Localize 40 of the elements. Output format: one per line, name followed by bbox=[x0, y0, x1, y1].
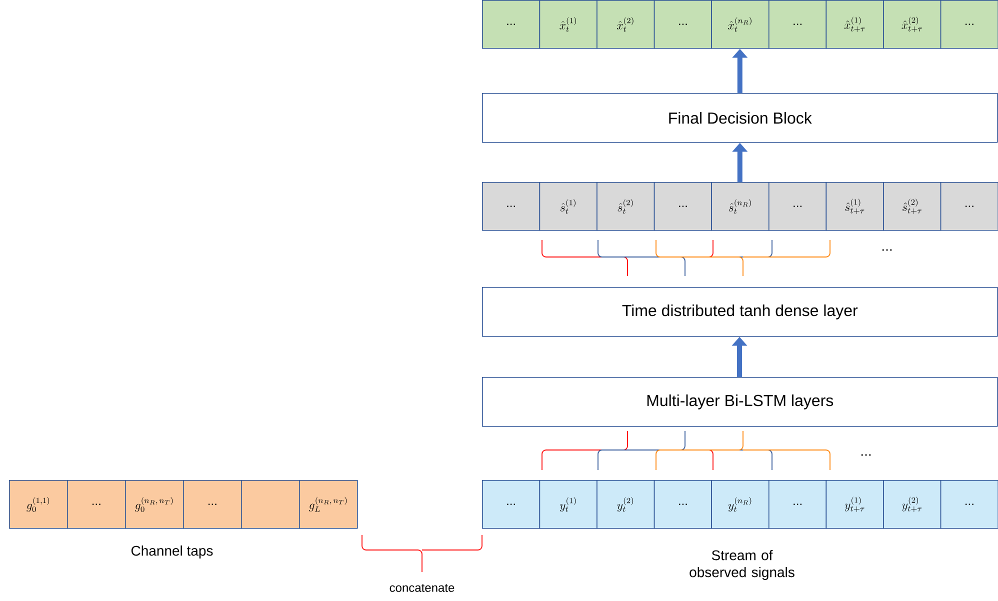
caption: Stream of observed signals bbox=[690, 550, 794, 580]
cell: $\hat{x}_{t+\tau}^{(1)}$ bbox=[826, 0, 884, 49]
layer-box: Time distributed tanh dense layer bbox=[482, 287, 998, 337]
cell: $\hat{s}_t^{(2)}$ bbox=[596, 182, 655, 231]
layer-box: Final Decision Block bbox=[482, 93, 998, 143]
cell: $y_{t+\tau}^{(1)}$ bbox=[826, 480, 884, 529]
caption: Channel taps bbox=[131, 545, 213, 559]
cell: ... bbox=[183, 480, 242, 529]
cell: $y_t^{(n_R)}$ bbox=[711, 480, 770, 529]
cell: ... bbox=[482, 182, 540, 231]
cell: $\hat{x}_t^{(1)}$ bbox=[539, 0, 598, 49]
cell: $y_{t+\tau}^{(2)}$ bbox=[883, 480, 942, 529]
ellipsis: ... bbox=[882, 249, 892, 251]
cell: ... bbox=[654, 480, 712, 529]
cell: ... bbox=[654, 182, 712, 231]
cell: $y_t^{(1)}$ bbox=[539, 480, 598, 529]
ellipsis: ... bbox=[861, 454, 871, 456]
layer-box: Multi-layer Bi-LSTM layers bbox=[482, 377, 998, 427]
cell: $\hat{x}_{t+\tau}^{(2)}$ bbox=[883, 0, 942, 49]
cell: $\hat{x}_t^{(n_R)}$ bbox=[711, 0, 770, 49]
cell: $y_t^{(2)}$ bbox=[596, 480, 655, 529]
cell: ... bbox=[654, 0, 712, 49]
cell: ... bbox=[482, 480, 540, 529]
cell: $\hat{s}_t^{(1)}$ bbox=[539, 182, 598, 231]
cell: ... bbox=[768, 480, 827, 529]
cell: ... bbox=[940, 0, 998, 49]
caption: concatenate bbox=[390, 584, 454, 592]
cell: $\hat{s}_{t+\tau}^{(1)}$ bbox=[826, 182, 884, 231]
cell: $\hat{s}_t^{(n_R)}$ bbox=[711, 182, 770, 231]
cell: ... bbox=[940, 480, 998, 529]
cell: ... bbox=[67, 480, 126, 529]
cell: $\hat{x}_t^{(2)}$ bbox=[596, 0, 655, 49]
cell: $g_0^{(n_R,\,n_T)}$ bbox=[125, 480, 184, 529]
cell: $\hat{s}_{t+\tau}^{(2)}$ bbox=[883, 182, 942, 231]
cell: ... bbox=[768, 182, 827, 231]
cell: ... bbox=[482, 0, 540, 49]
cell: $g_L^{(n_R,\,n_T)}$ bbox=[299, 480, 358, 529]
cell: ... bbox=[940, 182, 998, 231]
cell: $g_0^{(1,1)}$ bbox=[9, 480, 68, 529]
cell: ... bbox=[768, 0, 827, 49]
